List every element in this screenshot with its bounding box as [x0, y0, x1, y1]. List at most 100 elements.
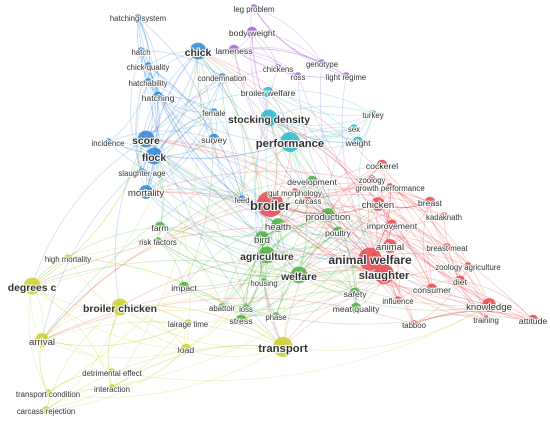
- node-survey[interactable]: [208, 133, 220, 145]
- node-load[interactable]: [180, 343, 192, 355]
- link-line: [185, 346, 284, 358]
- node-phase[interactable]: [272, 312, 280, 320]
- node-zoology-agriculture[interactable]: [464, 262, 472, 270]
- link-line: [197, 50, 243, 200]
- node-mortality[interactable]: [139, 185, 153, 199]
- label-risk-factors: risk factors: [139, 238, 177, 247]
- node-interaction[interactable]: [108, 384, 116, 392]
- node-poultry[interactable]: [332, 226, 344, 238]
- node-stocking-density[interactable]: [260, 109, 278, 127]
- node-degrees-c[interactable]: [23, 277, 41, 295]
- label-impact: impact: [171, 283, 197, 293]
- label-degrees-c: degrees c: [8, 283, 57, 294]
- node-sex[interactable]: [350, 124, 358, 132]
- node-hatchability[interactable]: [144, 78, 152, 86]
- node-gut-morphology[interactable]: [291, 188, 299, 196]
- node-abattoir[interactable]: [218, 303, 226, 311]
- link-line: [153, 76, 223, 157]
- node-production[interactable]: [321, 208, 335, 222]
- node-housing[interactable]: [260, 278, 268, 286]
- node-loss[interactable]: [242, 304, 250, 312]
- node-transport-condition[interactable]: [44, 389, 52, 397]
- node-incidence[interactable]: [104, 138, 112, 146]
- node-hatch[interactable]: [137, 47, 145, 55]
- node-safety[interactable]: [349, 287, 361, 299]
- node-broiler[interactable]: [256, 190, 284, 218]
- node-carcass[interactable]: [304, 196, 312, 204]
- node-detrimental-effect[interactable]: [108, 368, 116, 376]
- node-carcass-rejection[interactable]: [42, 406, 50, 414]
- node-high-mortality[interactable]: [64, 254, 72, 262]
- node-body-weight[interactable]: [246, 26, 258, 38]
- node-training[interactable]: [482, 315, 490, 323]
- node-feed[interactable]: [238, 195, 246, 203]
- node-arrival[interactable]: [35, 333, 49, 347]
- link-line: [250, 31, 270, 119]
- link-line: [197, 49, 299, 77]
- node-diet[interactable]: [454, 275, 466, 287]
- link-line: [145, 138, 534, 321]
- link-line: [298, 245, 391, 276]
- node-chicken[interactable]: [371, 197, 385, 211]
- node-flock[interactable]: [145, 147, 163, 165]
- node-meat-quality[interactable]: [350, 302, 362, 314]
- node-condemnation[interactable]: [218, 73, 226, 81]
- link-line: [213, 138, 263, 239]
- link-line: [41, 339, 113, 373]
- node-chick[interactable]: [189, 42, 207, 60]
- node-zoology[interactable]: [368, 175, 376, 183]
- node-kadaknath[interactable]: [440, 212, 448, 220]
- node-genotype[interactable]: [318, 59, 326, 67]
- link-line: [183, 50, 214, 288]
- node-ross[interactable]: [294, 72, 302, 80]
- node-improvement[interactable]: [386, 219, 398, 231]
- node-score[interactable]: [137, 130, 155, 148]
- node-hatching[interactable]: [152, 91, 164, 103]
- node-lairage-time[interactable]: [184, 319, 192, 327]
- node-lameness[interactable]: [228, 44, 240, 56]
- node-female[interactable]: [210, 108, 218, 116]
- link-line: [251, 31, 299, 77]
- node-turkey[interactable]: [369, 110, 377, 118]
- node-consumer[interactable]: [426, 283, 438, 295]
- link-line: [386, 186, 415, 325]
- node-slaughter[interactable]: [374, 264, 394, 284]
- node-light-regime[interactable]: [342, 72, 350, 80]
- node-broiler-chicken[interactable]: [111, 298, 129, 316]
- node-cockerel[interactable]: [376, 159, 388, 171]
- node-chick-quality[interactable]: [144, 62, 152, 70]
- node-animal[interactable]: [383, 239, 397, 253]
- label-weight: weight: [344, 138, 371, 148]
- node-breast-meat[interactable]: [443, 243, 451, 251]
- node-slaughter-age[interactable]: [138, 168, 146, 176]
- node-stress[interactable]: [235, 314, 247, 326]
- label-improvement: improvement: [367, 221, 418, 231]
- node-influence[interactable]: [394, 296, 402, 304]
- node-risk-factors[interactable]: [154, 237, 162, 245]
- node-taboo[interactable]: [410, 320, 418, 328]
- node-chickens[interactable]: [274, 64, 282, 72]
- node-performance[interactable]: [280, 132, 300, 152]
- node-welfare[interactable]: [290, 266, 308, 284]
- node-impact[interactable]: [178, 281, 190, 293]
- label-breast-meat: breast meat: [426, 244, 468, 253]
- label-chick-quality: chick quality: [127, 63, 170, 72]
- node-agriculture[interactable]: [258, 246, 276, 264]
- node-growth-performance[interactable]: [386, 183, 394, 191]
- node-hatching-system[interactable]: [134, 14, 142, 22]
- node-broiler-welfare[interactable]: [262, 86, 274, 98]
- node-attitude[interactable]: [527, 314, 539, 326]
- link-line: [233, 49, 347, 78]
- link-line: [183, 231, 339, 288]
- node-transport[interactable]: [273, 337, 293, 357]
- node-leg-problem[interactable]: [250, 4, 258, 12]
- node-health[interactable]: [271, 218, 285, 232]
- link-line: [153, 50, 199, 157]
- node-animal-welfare[interactable]: [358, 247, 382, 271]
- node-breast[interactable]: [424, 196, 436, 208]
- node-farm[interactable]: [154, 221, 166, 233]
- node-bird[interactable]: [255, 231, 269, 245]
- node-weight[interactable]: [352, 136, 364, 148]
- node-development[interactable]: [306, 175, 318, 187]
- node-knowledge[interactable]: [482, 298, 496, 312]
